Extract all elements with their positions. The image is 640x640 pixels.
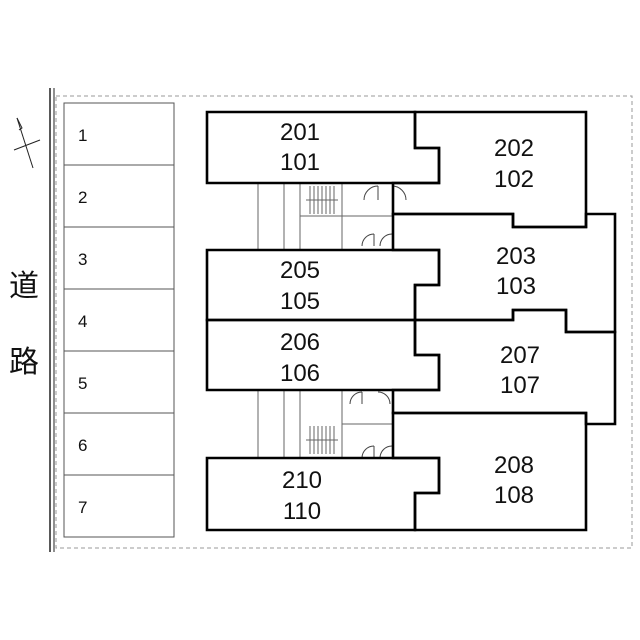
unit-210-110-outline — [205, 456, 441, 532]
unit-205-105-outline — [205, 248, 441, 322]
unit-201-label: 201 — [280, 119, 320, 146]
north-arrow-icon — [13, 117, 41, 169]
unit-201-101-outline — [205, 110, 441, 185]
unit-206-106-outline — [205, 318, 441, 392]
unit-205-label: 205 — [280, 257, 320, 284]
unit-202-102-outline — [391, 110, 588, 229]
parking-space-2: 2 — [78, 188, 87, 207]
unit-203-label: 203 — [496, 243, 536, 270]
road-label-2: 路 — [9, 345, 39, 380]
parking-space-4: 4 — [78, 312, 87, 331]
unit-206-label: 206 — [280, 329, 320, 356]
unit-202-label: 202 — [494, 135, 534, 162]
unit-110-label: 110 — [283, 498, 321, 525]
parking-space-6: 6 — [78, 436, 87, 455]
parking-space-3: 3 — [78, 250, 87, 269]
unit-105-label: 105 — [280, 288, 320, 315]
parking-space-1: 1 — [78, 126, 87, 145]
unit-106-label: 106 — [280, 360, 320, 387]
parking-space-5: 5 — [78, 374, 87, 393]
parking-area — [63, 102, 175, 538]
unit-101-label: 101 — [280, 149, 320, 176]
unit-107-label: 107 — [500, 372, 540, 399]
staircase-lower — [306, 426, 338, 454]
parking-space-7: 7 — [78, 498, 87, 517]
door-swings-lower — [349, 391, 393, 459]
corridor-lower — [257, 390, 394, 458]
unit-208-108-outline — [391, 411, 588, 532]
road-label-1: 道 — [9, 269, 39, 304]
unit-208-label: 208 — [494, 452, 534, 479]
unit-210-label: 210 — [282, 467, 322, 494]
unit-102-label: 102 — [494, 166, 534, 193]
unit-207-label: 207 — [500, 342, 540, 369]
unit-108-label: 108 — [494, 482, 534, 509]
site-boundary — [55, 95, 633, 549]
unit-103-label: 103 — [496, 273, 536, 300]
staircase-upper — [306, 186, 338, 214]
